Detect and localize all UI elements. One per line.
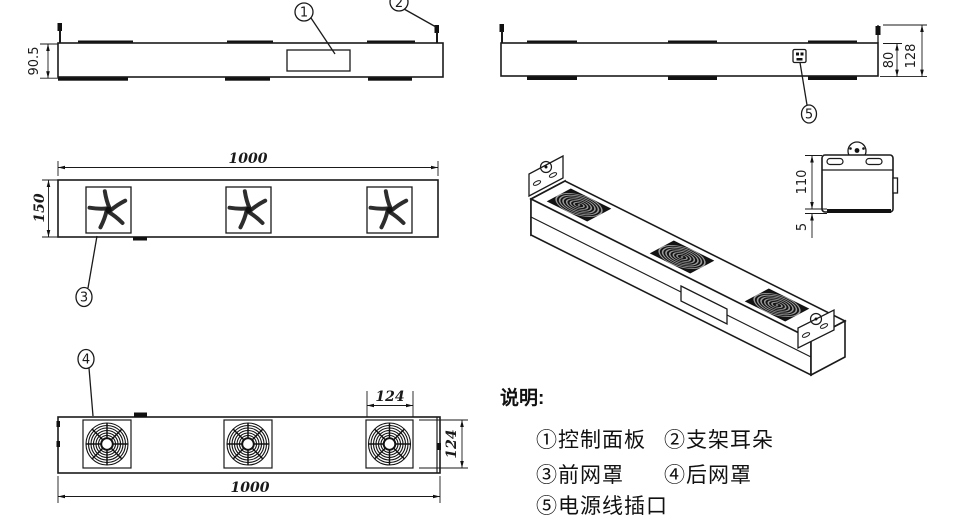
dim-side-height: 110 (795, 170, 810, 195)
top-width-dimension: 150 (32, 179, 58, 238)
side-right-tab (892, 177, 899, 194)
front-body-outline (57, 42, 444, 78)
bottom-view: 4 124 124 (56, 348, 468, 503)
top-length-dimension: 1000 (57, 151, 439, 176)
bottom-length-dimension: 1000 (57, 476, 441, 503)
dim-rear-total-height: 128 (904, 44, 919, 69)
bottom-edge-tab (134, 412, 147, 417)
iso-control-panel-recess (680, 284, 728, 326)
legend-item-4: ④后网罩 (664, 464, 752, 487)
legend-item-3: ③前网罩 (536, 464, 624, 487)
legend: 说明: ①控制面板 ②支架耳朵 ③前网罩 ④后网罩 ⑤电源线插口 (500, 386, 774, 518)
dim-bottom-fan-height: 124 (444, 429, 460, 458)
top-edge-tab (133, 237, 147, 241)
callout-5-number: 5 (805, 108, 813, 123)
front-view: 90.5 1 2 (27, 0, 444, 81)
legend-item-5: ⑤电源线插口 (536, 495, 668, 518)
callout-5: 5 (799, 62, 818, 124)
legend-item-1: ①控制面板 (536, 429, 646, 452)
side-bottom-pad (827, 209, 891, 213)
callout-2-number: 2 (395, 0, 403, 11)
legend-item-2: ②支架耳朵 (664, 429, 774, 452)
top-view: 1000 150 3 (32, 151, 439, 308)
side-ear-slots (826, 157, 883, 166)
callout-1-number: 1 (300, 6, 308, 21)
dim-bottom-fan-width: 124 (375, 389, 404, 405)
rear-view: 80 128 5 (499, 24, 927, 124)
callout-2: 2 (389, 0, 437, 28)
rear-bracket-pins (499, 24, 881, 43)
side-pad-dimension: 5 (795, 213, 827, 238)
power-inlet (792, 48, 807, 64)
iso-right-bracket-ear (797, 308, 835, 350)
isometric-view (528, 154, 847, 377)
callout-4: 4 (77, 348, 95, 417)
side-view: 110 5 (795, 141, 899, 238)
dim-top-width: 150 (32, 193, 48, 222)
front-height-dimension: 90.5 (27, 43, 58, 79)
bottom-fan-height-dimension: 124 (419, 419, 468, 469)
callout-3: 3 (75, 235, 98, 308)
front-mesh-grilles (85, 186, 413, 234)
dim-top-length: 1000 (229, 151, 268, 167)
rear-body-outline (500, 42, 879, 77)
dim-front-height: 90.5 (27, 47, 42, 76)
side-body-outline (821, 154, 894, 213)
callout-4-number: 4 (82, 353, 90, 368)
dim-rear-body-height: 80 (882, 52, 897, 69)
dim-bottom-length: 1000 (231, 480, 270, 496)
callout-1: 1 (294, 2, 336, 55)
iso-front-strip-line (530, 216, 812, 358)
dim-side-pad: 5 (795, 223, 810, 231)
front-bracket-pins (57, 23, 439, 43)
iso-left-bracket-ear (528, 154, 564, 198)
rear-fan-guards (82, 419, 414, 469)
control-panel-outline (286, 49, 351, 72)
rear-height-dimensions: 80 128 (880, 24, 927, 78)
side-height-dimension: 110 (795, 155, 827, 210)
bottom-fan-width-dimension: 124 (366, 389, 414, 417)
callout-3-number: 3 (80, 291, 88, 306)
bottom-edge-marks (56, 421, 441, 450)
legend-title: 说明: (500, 386, 544, 409)
